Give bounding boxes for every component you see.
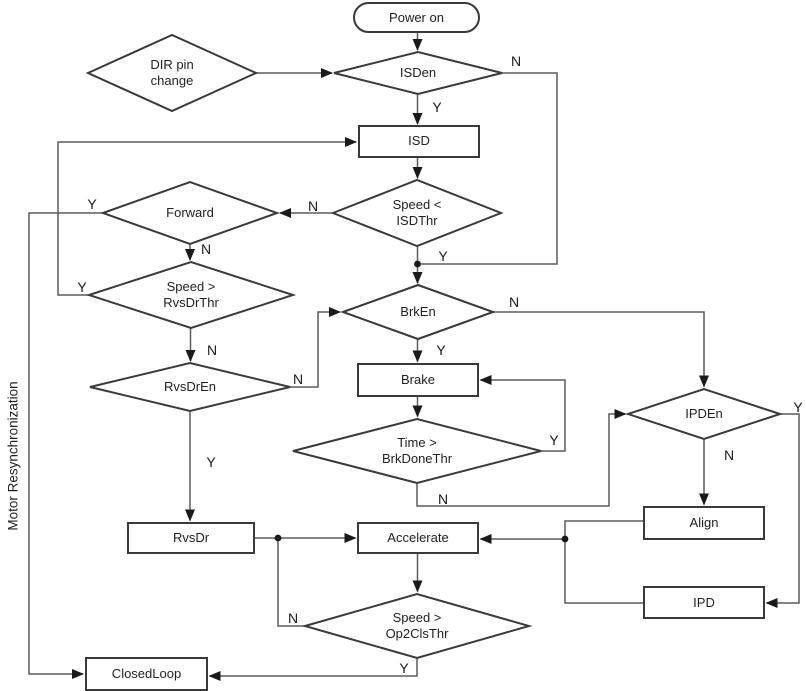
edge-isden-n-loop [419, 72, 558, 265]
edge-ipden-y-to-ipd [765, 413, 800, 608]
shape-speed-op2clsthr [301, 592, 533, 660]
edge-timebrkdone-y-to-brake [479, 375, 566, 452]
shape-ipden [624, 387, 784, 441]
edge-rvsdrthr-y-to-isd [57, 137, 357, 296]
junction-dot [561, 535, 569, 543]
shape-speed-rvsdrthr [85, 260, 297, 330]
edge-timebrkdone-n-to-ipden [416, 409, 627, 507]
edge-rvsdren-n-to-brken [290, 307, 341, 388]
connector-layer [28, 32, 800, 681]
edge-ipd-to-merge [564, 539, 644, 604]
junction-dot [274, 534, 282, 542]
shape-speed-isdthr [330, 178, 504, 248]
shape-rvsdren [89, 361, 291, 413]
edge-brken-n-to-ipden [493, 311, 709, 388]
shape-layer [85, 2, 784, 691]
shape-brken [340, 283, 496, 341]
shape-isden [333, 50, 503, 96]
junction-layer [274, 260, 569, 543]
shape-closedloop [85, 657, 208, 691]
edge-forward-y-to-closedloop [28, 212, 102, 679]
shape-ipd [643, 586, 765, 619]
shape-rvsdr [127, 522, 255, 554]
shape-isd [358, 125, 480, 158]
shape-brake [357, 363, 479, 397]
edge-op2cls-n-loop [277, 538, 305, 627]
shape-power-on [353, 2, 480, 33]
edge-op2cls-y-to-closedloop [208, 658, 418, 681]
shape-accelerate [357, 522, 479, 554]
shape-dir-pin-change [85, 33, 259, 113]
shape-align [643, 506, 765, 540]
shape-time-brkdonethr [292, 417, 542, 485]
shape-forward [100, 180, 280, 246]
edge-align-to-merge [564, 520, 644, 539]
junction-dot [414, 260, 421, 268]
